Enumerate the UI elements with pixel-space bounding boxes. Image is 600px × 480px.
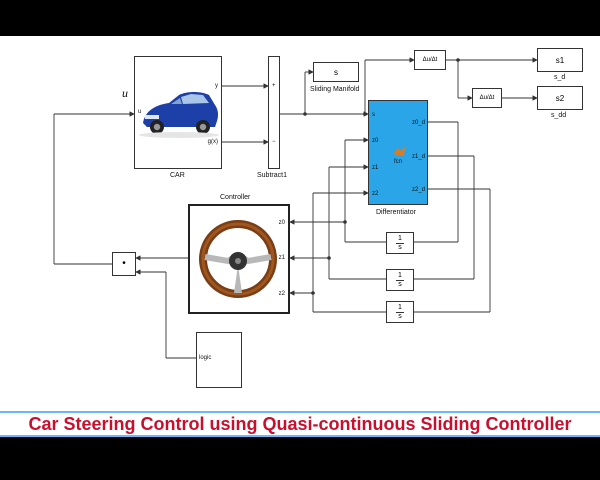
integrator-3-num: 1: [396, 304, 404, 313]
diff-in-z1: z1: [372, 165, 379, 171]
scope-s2-label: s_dd: [551, 112, 567, 119]
integrator-2-num: 1: [396, 272, 404, 281]
scope-s2-block[interactable]: s2: [537, 86, 583, 110]
controller-port-z1: z1: [278, 255, 285, 261]
derivative-block-2[interactable]: Δu/Δt: [472, 88, 502, 108]
subtract-plus-sign: +: [272, 83, 276, 89]
controller-block[interactable]: z0 z1 z2: [188, 204, 290, 314]
integrator-block-1[interactable]: 1 s: [386, 232, 414, 254]
logic-subsystem-block[interactable]: logic: [196, 332, 242, 388]
banner-title: Car Steering Control using Quasi-continu…: [28, 413, 572, 434]
scope-s1-block[interactable]: s1: [537, 48, 583, 72]
product-symbol: •: [122, 258, 126, 269]
simulink-canvas[interactable]: u y g(x) CAR u + − Subtract1 s Sliding M…: [0, 36, 600, 412]
integrator-1-num: 1: [396, 235, 404, 244]
sliding-manifold-display[interactable]: s: [313, 62, 359, 82]
derivative-1-glyph: Δu/Δt: [422, 57, 438, 63]
matlab-function-icon: [393, 146, 405, 156]
car-label: CAR: [170, 172, 185, 179]
diff-out-z0d: z0_d: [411, 120, 425, 126]
car-in-port-label: u: [138, 109, 142, 115]
integrator-block-2[interactable]: 1 s: [386, 269, 414, 291]
diff-out-z2d: z2_d: [411, 187, 425, 193]
integrator-3-den: s: [398, 313, 402, 320]
product-block[interactable]: •: [112, 252, 136, 276]
subtract-label: Subtract1: [257, 172, 287, 179]
scope-s1-label: s_d: [554, 74, 566, 81]
sliding-manifold-label: Sliding Manifold: [310, 86, 360, 93]
logic-port-label: logic: [199, 355, 212, 361]
diff-fcn-label: fcn: [394, 159, 403, 165]
car-out-y-label: y: [215, 83, 218, 89]
diff-in-s: s: [372, 112, 375, 118]
derivative-2-glyph: Δu/Δt: [479, 95, 495, 101]
derivative-block-1[interactable]: Δu/Δt: [414, 50, 446, 70]
scope-s2-value: s2: [555, 94, 565, 103]
car-block[interactable]: u y g(x): [134, 56, 222, 169]
differentiator-block[interactable]: s z0 z1 z2 z0_d z1_d z2_d fcn: [368, 100, 428, 205]
diff-out-z1d: z1_d: [411, 154, 425, 160]
car-image-icon: [139, 92, 219, 138]
sliding-manifold-value: s: [334, 68, 338, 77]
subtract-block[interactable]: + −: [268, 56, 280, 169]
steering-wheel-icon: [199, 220, 277, 298]
subtract-minus-sign: −: [272, 139, 276, 145]
title-banner: Car Steering Control using Quasi-continu…: [0, 411, 600, 437]
controller-port-z2: z2: [278, 291, 285, 297]
car-out-gx-label: g(x): [207, 139, 218, 145]
differentiator-label: Differentiator: [376, 209, 416, 216]
integrator-2-den: s: [398, 281, 402, 288]
diff-in-z0: z0: [372, 138, 379, 144]
controller-port-z0: z0: [278, 220, 285, 226]
diff-in-z2: z2: [372, 191, 379, 197]
input-u-label: u: [122, 86, 128, 100]
signal-lines: [53, 57, 538, 359]
controller-label: Controller: [220, 194, 251, 201]
integrator-block-3[interactable]: 1 s: [386, 301, 414, 323]
scope-s1-value: s1: [555, 56, 565, 65]
integrator-1-den: s: [398, 244, 402, 251]
